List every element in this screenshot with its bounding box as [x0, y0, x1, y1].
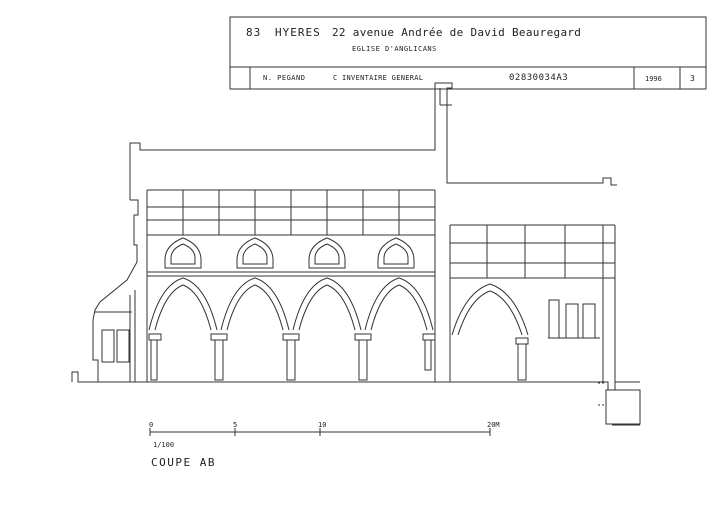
reference-number: 02830034A3: [509, 73, 569, 83]
title-block-frame: [229, 16, 707, 90]
nave-trusses: [146, 189, 436, 382]
chancel: [449, 224, 616, 382]
nave-arcade: [148, 277, 436, 381]
street-address: 22 avenue Andrée de David Beauregard: [332, 26, 582, 39]
scale-label-10: 10: [318, 421, 327, 429]
department-number: 83: [246, 26, 262, 39]
author-name: N. PEGAND: [263, 74, 306, 82]
ground-line: [71, 371, 641, 426]
year: 1996: [645, 75, 662, 83]
city-name: HYERES: [275, 26, 321, 39]
scale-label-5: 5: [233, 421, 238, 429]
scale-bar: [149, 428, 491, 436]
drawing-title: COUPE AB: [151, 456, 216, 469]
roof-outline: [92, 82, 617, 321]
building-name: EGLISE D'ANGLICANS: [352, 45, 437, 53]
west-porch: [92, 290, 136, 382]
clerestory-windows: [147, 237, 435, 277]
scale-ratio: 1/100: [153, 441, 175, 449]
scale-label-20: 20M: [487, 421, 500, 429]
service-name: C INVENTAIRE GENERAL: [333, 74, 424, 82]
scale-label-0: 0: [149, 421, 154, 429]
sheet-number: 3: [690, 74, 695, 83]
